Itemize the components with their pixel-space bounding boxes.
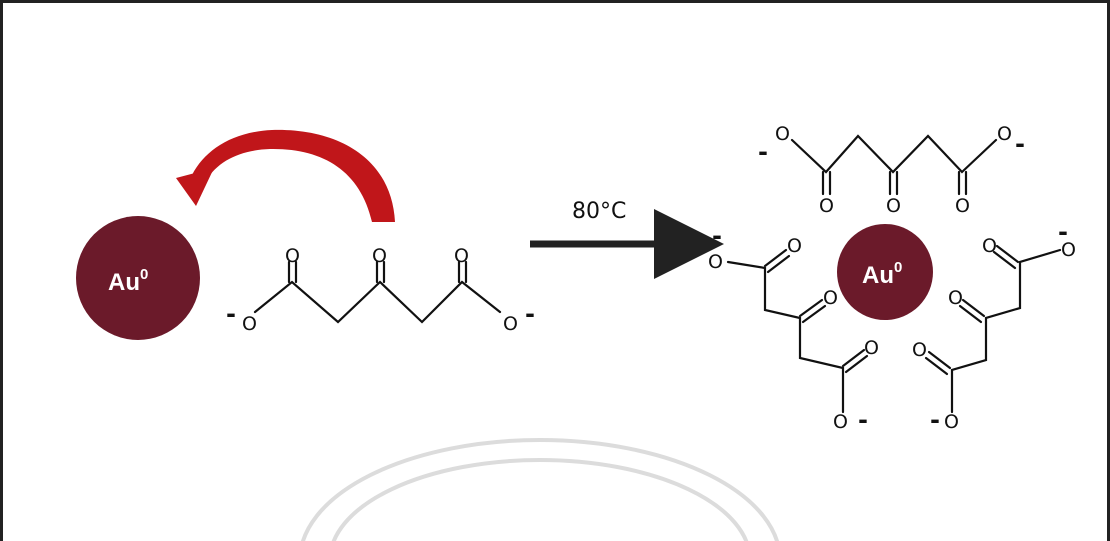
oxygen-atom: O — [819, 195, 834, 217]
oxygen-atom: O — [708, 251, 723, 273]
oxygen-atom: O — [997, 123, 1012, 145]
oxygen-atom: O — [242, 313, 257, 335]
oxygen-atom: O — [955, 195, 970, 217]
negative-charge: - — [525, 300, 535, 328]
watermark-arcs — [300, 438, 780, 541]
negative-charge: - — [226, 300, 236, 328]
au-superscript-right: 0 — [894, 259, 902, 276]
gold-nanoparticle-left: Au0 — [76, 216, 200, 340]
negative-charge: - — [758, 138, 768, 166]
oxygen-atom: O — [944, 411, 959, 433]
curved-arrow-icon — [176, 129, 395, 222]
negative-charge: - — [930, 406, 940, 434]
au-superscript-left: 0 — [140, 266, 148, 283]
oxygen-atom: O — [823, 287, 838, 309]
negative-charge: - — [1058, 218, 1068, 246]
oxygen-atom: O — [864, 337, 879, 359]
negative-charge: - — [712, 222, 722, 250]
au-label-left: Au — [108, 269, 140, 296]
svg-text:Au0: Au0 — [862, 259, 902, 289]
reaction-condition: 80°C — [572, 199, 626, 224]
gold-nanoparticle-right: Au0 — [837, 224, 933, 320]
oxygen-atom: O — [372, 245, 387, 267]
ligand-top: O O O O O - - — [758, 123, 1025, 217]
oxygen-atom: O — [982, 235, 997, 257]
oxygen-atom: O — [833, 411, 848, 433]
acetonedicarboxylate-left: O O O O O - - — [226, 245, 535, 335]
oxygen-atom: O — [787, 235, 802, 257]
oxygen-atom: O — [886, 195, 901, 217]
ligand-right: O O O O O - - — [912, 218, 1076, 434]
svg-text:Au0: Au0 — [108, 266, 148, 296]
oxygen-atom: O — [912, 339, 927, 361]
negative-charge: - — [858, 406, 868, 434]
oxygen-atom: O — [775, 123, 790, 145]
oxygen-atom: O — [285, 245, 300, 267]
oxygen-atom: O — [1061, 239, 1076, 261]
oxygen-atom: O — [503, 313, 518, 335]
oxygen-atom: O — [454, 245, 469, 267]
oxygen-atom: O — [948, 287, 963, 309]
au-label-right: Au — [862, 262, 894, 289]
ligand-left: O O O O O - - — [708, 222, 879, 434]
negative-charge: - — [1015, 130, 1025, 158]
